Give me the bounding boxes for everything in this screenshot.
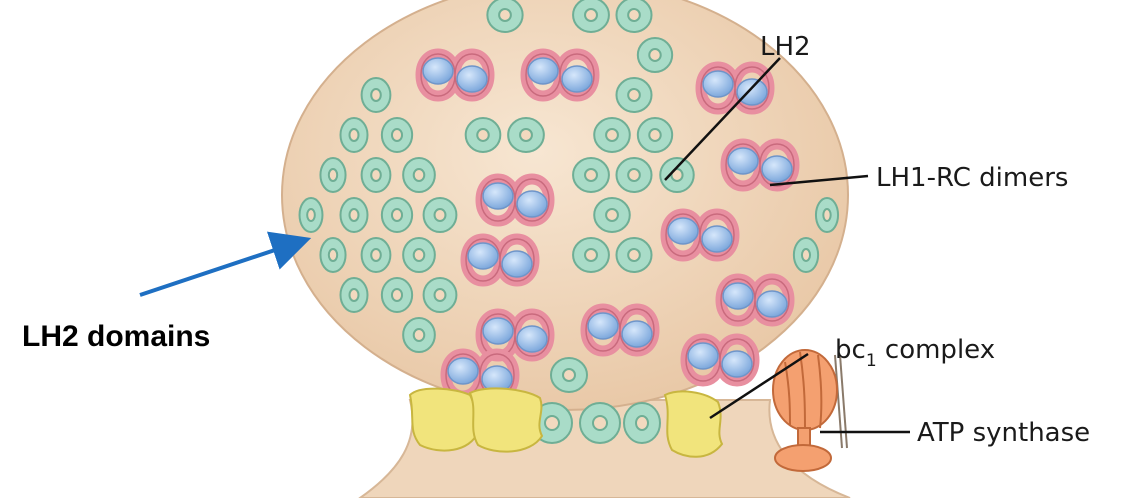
label-lh2-domains: LH2 domains <box>22 320 210 353</box>
label-atp-synthase: ATP synthase <box>917 418 1090 448</box>
label-lh1-rc-dimers: LH1-RC dimers <box>876 163 1068 193</box>
lh2-ring <box>403 238 435 272</box>
lh2-ring <box>382 278 412 312</box>
lh2-ring <box>616 0 651 32</box>
lh2-ring <box>794 238 818 272</box>
lh2-ring <box>816 198 838 232</box>
neck-lh2-rings <box>532 403 660 443</box>
lh2-ring <box>594 198 630 232</box>
lh1-rc-dimer <box>726 144 794 186</box>
lh1-rc-dimer <box>466 239 534 281</box>
lh2-ring <box>616 78 651 112</box>
lh1-rc-dimer <box>586 309 654 351</box>
lh2-ring <box>403 318 435 352</box>
lh2-ring <box>362 78 391 112</box>
lh2-ring <box>341 278 368 312</box>
lh2-ring <box>382 118 412 152</box>
lh1-rc-dimer <box>721 279 789 321</box>
lh2-ring <box>594 118 630 152</box>
lh1-rc-dimer <box>701 67 769 109</box>
arrow-icon <box>140 243 296 295</box>
lh2-ring <box>638 118 672 152</box>
lh2-ring <box>508 118 544 152</box>
lh2-ring <box>300 198 323 232</box>
lh2-ring <box>362 238 391 272</box>
lh2-ring <box>466 118 501 152</box>
lh2-ring <box>320 158 345 192</box>
label-bc1-complex: bc1 complex <box>835 335 995 371</box>
label-lh2: LH2 <box>760 32 811 62</box>
lh2-ring <box>403 158 435 192</box>
lh2-ring <box>341 118 368 152</box>
lh2-ring <box>573 0 609 32</box>
lh2-ring <box>320 238 345 272</box>
lh2-ring <box>487 0 522 32</box>
lh2-ring <box>660 158 693 192</box>
lh2-ring <box>341 198 368 232</box>
lh2-ring <box>573 158 609 192</box>
lh1-rc-dimer <box>481 179 549 221</box>
lh2-ring <box>638 38 672 72</box>
lh2-ring <box>616 158 651 192</box>
lh2-ring <box>382 198 412 232</box>
lh1-rc-dimer <box>686 339 754 381</box>
lh1-rc-dimer <box>666 214 734 256</box>
lh1-rc-dimer <box>526 54 594 96</box>
lh1-rc-dimer <box>421 54 489 96</box>
lh2-ring <box>424 198 457 232</box>
lh2-ring <box>424 278 457 312</box>
lh2-ring <box>573 238 609 272</box>
lh2-ring <box>551 358 587 392</box>
lh2-ring <box>616 238 651 272</box>
lh2-ring <box>362 158 391 192</box>
